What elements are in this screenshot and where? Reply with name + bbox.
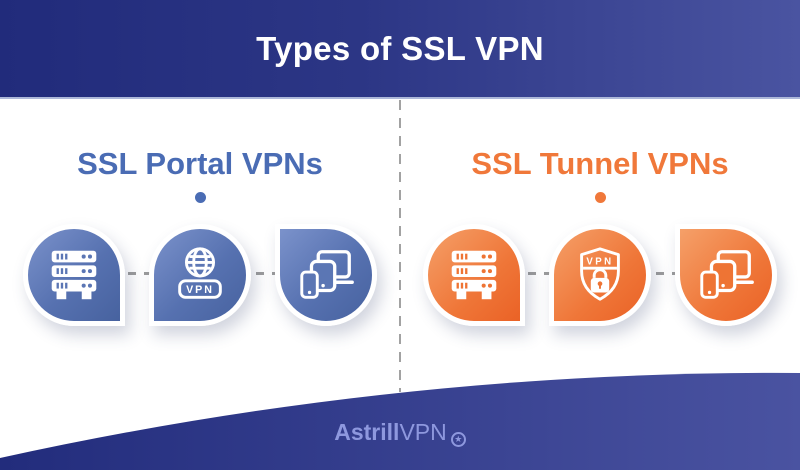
tunnel-server-rack-icon xyxy=(423,224,525,326)
header-band: Types of SSL VPN xyxy=(0,0,800,99)
globe-vpn-glyph: VPN xyxy=(178,247,222,299)
vpn-badge-label: VPN xyxy=(186,284,214,296)
tunnel-shield-vpn-icon: VPN xyxy=(549,224,651,326)
server-rack-glyph xyxy=(451,250,497,300)
portal-server-rack-icon xyxy=(23,224,125,326)
server-rack-glyph xyxy=(51,250,97,300)
brand-logo: AstrillVPN★ xyxy=(0,419,800,447)
portal-devices-icon xyxy=(275,224,377,326)
portal-heading: SSL Portal VPNs xyxy=(77,146,323,181)
brand-name-bold: Astrill xyxy=(334,419,400,445)
portal-icons-row: VPN xyxy=(0,224,400,336)
section-ssl-tunnel: SSL Tunnel VPNs xyxy=(400,97,800,392)
footer-curve xyxy=(0,372,800,470)
circled-star-icon: ★ xyxy=(450,432,466,447)
portal-globe-vpn-icon: VPN xyxy=(149,224,251,326)
portal-dot xyxy=(194,192,206,203)
shield-vpn-lock-glyph: VPN xyxy=(580,247,620,301)
tunnel-dot xyxy=(594,192,606,203)
vertical-dashed-divider xyxy=(399,100,401,392)
devices-glyph xyxy=(300,250,354,299)
tunnel-icons-row: VPN xyxy=(400,224,800,336)
devices-glyph xyxy=(700,250,754,299)
brand-name-regular: VPN xyxy=(399,419,447,445)
tunnel-devices-icon xyxy=(675,224,777,326)
page-title: Types of SSL VPN xyxy=(256,29,544,67)
section-ssl-portal: SSL Portal VPNs xyxy=(0,97,400,392)
tunnel-heading: SSL Tunnel VPNs xyxy=(471,146,729,181)
vpn-shield-label: VPN xyxy=(586,256,613,267)
